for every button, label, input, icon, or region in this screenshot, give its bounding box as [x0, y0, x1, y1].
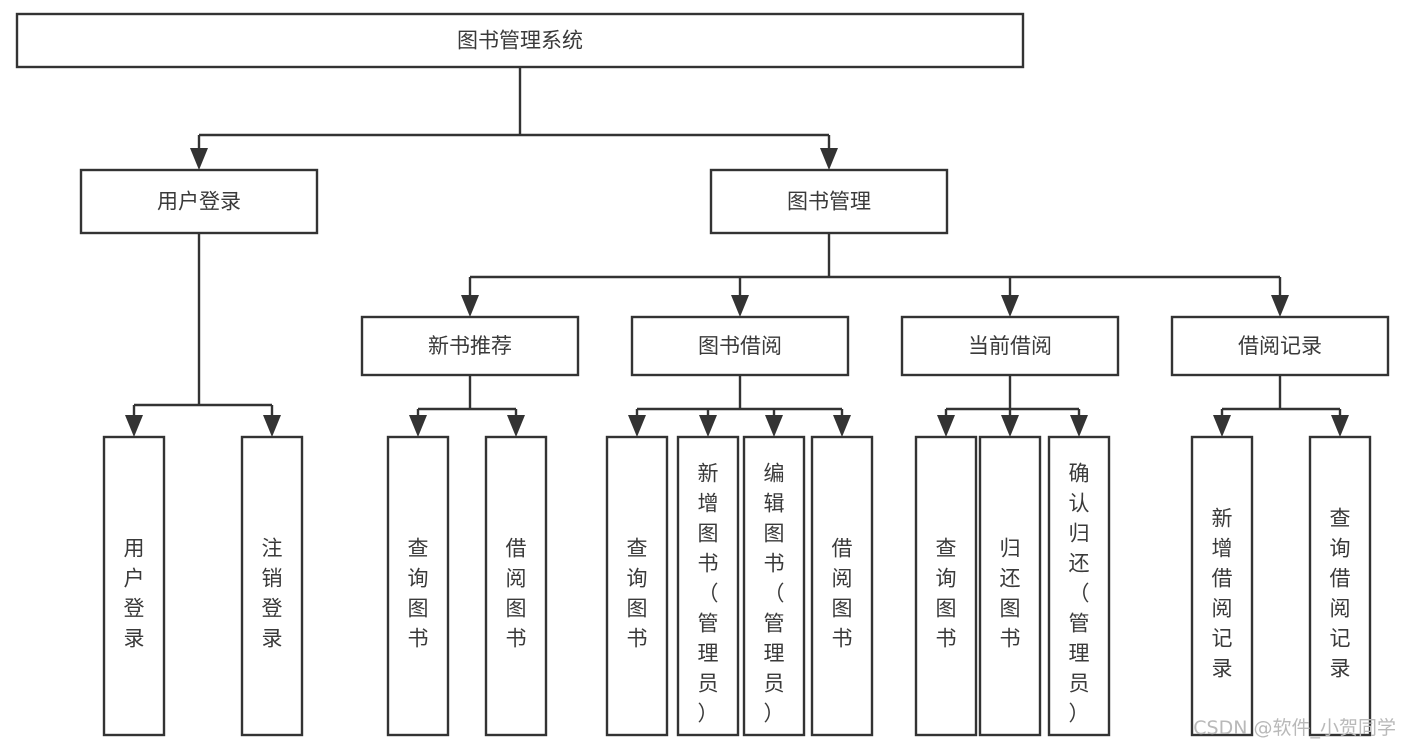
- node-label-user-login: 用户登录: [157, 190, 241, 214]
- arrow-icon-leaf-confirm-return: [1070, 415, 1088, 437]
- node-box-current-borrow: [900, 315, 1120, 377]
- node-box-root: [15, 12, 1025, 69]
- node-label-leaf-user-login: 用户登录: [124, 536, 145, 650]
- node-label-book-borrow: 图书借阅: [698, 334, 782, 358]
- node-box-borrow-record: [1170, 315, 1390, 377]
- node-leaf-query-book-cur[interactable]: 查询图书: [914, 435, 978, 737]
- node-leaf-confirm-return[interactable]: 确认归还（管理员）: [1047, 435, 1111, 737]
- node-box-book-manage: [709, 168, 949, 235]
- node-new-book-rec[interactable]: 新书推荐: [360, 315, 580, 377]
- node-label-leaf-return-book: 归还图书: [1000, 536, 1021, 650]
- node-box-book-borrow: [630, 315, 850, 377]
- node-root[interactable]: 图书管理系统: [15, 12, 1025, 69]
- node-box-leaf-query-book-bor: [605, 435, 669, 737]
- node-label-leaf-borrow-book-bor: 借阅图书: [832, 536, 853, 650]
- arrow-icon-book-borrow: [731, 295, 749, 317]
- node-box-leaf-edit-book: [742, 435, 806, 737]
- arrow-icon-leaf-return-book: [1001, 415, 1019, 437]
- node-label-current-borrow: 当前借阅: [968, 334, 1052, 358]
- node-box-new-book-rec: [360, 315, 580, 377]
- arrow-icon-leaf-logout: [263, 415, 281, 437]
- arrow-icon-leaf-borrow-book-bor: [833, 415, 851, 437]
- node-label-leaf-confirm-return: 确认归还（管理员）: [1069, 461, 1090, 725]
- arrow-icon-leaf-query-book-rec: [409, 415, 427, 437]
- node-box-leaf-query-record: [1308, 435, 1372, 737]
- node-box-leaf-add-book: [676, 435, 740, 737]
- node-label-leaf-edit-book: 编辑图书（管理员）: [764, 461, 785, 725]
- node-box-leaf-query-book-cur: [914, 435, 978, 737]
- node-borrow-record[interactable]: 借阅记录: [1170, 315, 1390, 377]
- node-leaf-return-book[interactable]: 归还图书: [978, 435, 1042, 737]
- arrow-icon-leaf-add-record: [1213, 415, 1231, 437]
- node-box-leaf-borrow-book-bor: [810, 435, 874, 737]
- node-label-leaf-query-record: 查询借阅记录: [1330, 506, 1351, 680]
- node-label-leaf-add-record: 新增借阅记录: [1212, 506, 1233, 680]
- arrow-icon-leaf-add-book: [699, 415, 717, 437]
- arrow-icon-borrow-record: [1271, 295, 1289, 317]
- node-label-borrow-record: 借阅记录: [1238, 334, 1322, 358]
- connectors-layer: [125, 67, 1349, 437]
- node-label-leaf-logout: 注销登录: [262, 536, 283, 650]
- arrow-icon-book-manage: [820, 148, 838, 170]
- node-label-leaf-borrow-book-rec: 借阅图书: [506, 536, 527, 650]
- node-box-leaf-query-book-rec: [386, 435, 450, 737]
- node-label-leaf-query-book-rec: 查询图书: [408, 536, 429, 650]
- node-box-leaf-add-record: [1190, 435, 1254, 737]
- node-leaf-borrow-book-rec[interactable]: 借阅图书: [484, 435, 548, 737]
- node-box-leaf-borrow-book-rec: [484, 435, 548, 737]
- node-label-leaf-query-book-cur: 查询图书: [936, 536, 957, 650]
- node-leaf-add-book[interactable]: 新增图书（管理员）: [676, 435, 740, 737]
- nodes-layer: 图书管理系统用户登录图书管理新书推荐图书借阅当前借阅借阅记录用户登录注销登录查询…: [15, 12, 1390, 737]
- node-box-leaf-logout: [240, 435, 304, 737]
- node-box-user-login: [79, 168, 319, 235]
- node-box-leaf-return-book: [978, 435, 1042, 737]
- node-label-leaf-query-book-bor: 查询图书: [627, 536, 648, 650]
- arrow-icon-leaf-query-record: [1331, 415, 1349, 437]
- arrow-icon-user-login: [190, 148, 208, 170]
- node-user-login[interactable]: 用户登录: [79, 168, 319, 235]
- node-label-root: 图书管理系统: [457, 29, 583, 53]
- arrow-icon-leaf-user-login: [125, 415, 143, 437]
- node-label-book-manage: 图书管理: [787, 190, 871, 214]
- node-leaf-query-book-rec[interactable]: 查询图书: [386, 435, 450, 737]
- node-leaf-borrow-book-bor[interactable]: 借阅图书: [810, 435, 874, 737]
- node-leaf-add-record[interactable]: 新增借阅记录: [1190, 435, 1254, 737]
- node-leaf-query-book-bor[interactable]: 查询图书: [605, 435, 669, 737]
- arrow-icon-new-book-rec: [461, 295, 479, 317]
- node-book-manage[interactable]: 图书管理: [709, 168, 949, 235]
- node-book-borrow[interactable]: 图书借阅: [630, 315, 850, 377]
- node-label-new-book-rec: 新书推荐: [428, 334, 512, 358]
- arrow-icon-leaf-query-book-cur: [937, 415, 955, 437]
- arrow-icon-leaf-edit-book: [765, 415, 783, 437]
- arrow-icon-leaf-borrow-book-rec: [507, 415, 525, 437]
- node-box-leaf-confirm-return: [1047, 435, 1111, 737]
- arrow-icon-current-borrow: [1001, 295, 1019, 317]
- node-current-borrow[interactable]: 当前借阅: [900, 315, 1120, 377]
- node-leaf-user-login[interactable]: 用户登录: [102, 435, 166, 737]
- node-leaf-query-record[interactable]: 查询借阅记录: [1308, 435, 1372, 737]
- node-box-leaf-user-login: [102, 435, 166, 737]
- arrow-icon-leaf-query-book-bor: [628, 415, 646, 437]
- csdn-watermark: CSDN @软件_小贺同学: [1193, 717, 1396, 739]
- node-label-leaf-add-book: 新增图书（管理员）: [698, 461, 719, 725]
- node-leaf-edit-book[interactable]: 编辑图书（管理员）: [742, 435, 806, 737]
- node-leaf-logout[interactable]: 注销登录: [240, 435, 304, 737]
